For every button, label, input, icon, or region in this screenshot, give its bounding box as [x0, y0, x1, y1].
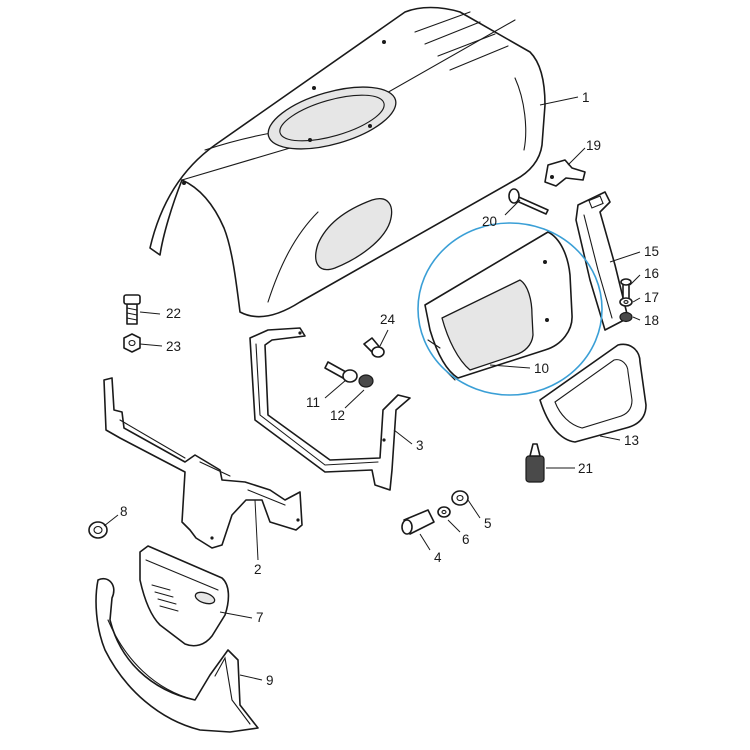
- hood-shell[interactable]: [149, 6, 546, 318]
- nut-5[interactable]: [451, 490, 469, 506]
- callout-20[interactable]: 20: [482, 214, 497, 229]
- grille-frame-13[interactable]: [539, 343, 647, 443]
- callout-11[interactable]: 11: [306, 395, 320, 410]
- callout-7[interactable]: 7: [256, 610, 264, 625]
- callout-9[interactable]: 9: [266, 673, 274, 688]
- callout-8[interactable]: 8: [120, 504, 128, 519]
- nut-18[interactable]: [619, 311, 633, 323]
- callout-1[interactable]: 1: [582, 90, 590, 105]
- nut-23[interactable]: [123, 333, 141, 353]
- callout-15[interactable]: 15: [644, 244, 659, 259]
- mesh-grille-7[interactable]: [139, 545, 230, 647]
- bracket-19[interactable]: [544, 159, 586, 187]
- callout-6[interactable]: 6: [462, 532, 470, 547]
- callout-18[interactable]: 18: [644, 313, 659, 328]
- callout-3[interactable]: 3: [416, 438, 424, 453]
- adhesive-bottle-21[interactable]: [525, 443, 545, 483]
- rivet-20[interactable]: [508, 188, 549, 215]
- washer-17[interactable]: [619, 297, 633, 307]
- callout-12[interactable]: 12: [330, 408, 345, 423]
- callout-13[interactable]: 13: [624, 433, 639, 448]
- lower-bracket-2[interactable]: [103, 377, 303, 549]
- side-panel-10[interactable]: [424, 231, 573, 381]
- bolt-16[interactable]: [620, 278, 632, 301]
- spacer-4[interactable]: [401, 509, 435, 535]
- callout-16[interactable]: 16: [644, 266, 659, 281]
- callout-10[interactable]: 10: [534, 361, 549, 376]
- bolt-22[interactable]: [123, 294, 141, 325]
- washer-6[interactable]: [437, 506, 451, 518]
- callout-21[interactable]: 21: [578, 461, 593, 476]
- nut-12[interactable]: [358, 374, 374, 388]
- support-bracket-15[interactable]: [575, 191, 629, 331]
- bolt-11[interactable]: [324, 361, 358, 383]
- callout-22[interactable]: 22: [166, 306, 181, 321]
- nut-8[interactable]: [88, 521, 108, 539]
- highlight-ring-10: [417, 222, 603, 396]
- callout-labels: 1 2 3 4 5 6 7 8 9 10 11 12 13 15 16 17 1…: [120, 90, 659, 688]
- callout-5[interactable]: 5: [484, 516, 492, 531]
- hood-bracket-3[interactable]: [249, 327, 411, 491]
- callout-2[interactable]: 2: [254, 562, 262, 577]
- callout-17[interactable]: 17: [644, 290, 659, 305]
- callout-19[interactable]: 19: [586, 138, 601, 153]
- callout-24[interactable]: 24: [380, 312, 396, 327]
- callout-23[interactable]: 23: [166, 339, 181, 354]
- callout-4[interactable]: 4: [434, 550, 442, 565]
- stud-24[interactable]: [363, 337, 385, 358]
- leader-lines: [103, 96, 641, 681]
- lower-cover-9[interactable]: [95, 578, 259, 733]
